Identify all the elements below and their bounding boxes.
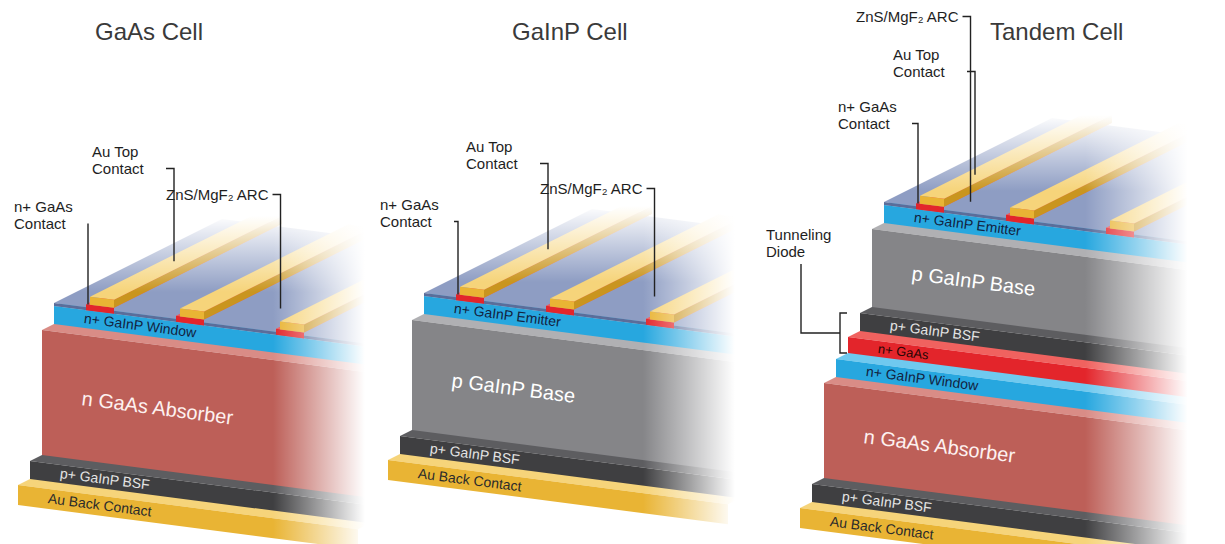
gold-front-face — [920, 196, 944, 207]
base-layer: p GaInP Base — [911, 262, 1037, 300]
leader-line — [912, 124, 918, 204]
layer-label: p+ GaInP BSF — [841, 489, 933, 516]
layer-label: Au Back Contact — [417, 466, 522, 495]
layer-label: p+ GaInP BSF — [59, 466, 151, 493]
bsf-layer: p+ GaInP BSF — [59, 466, 151, 493]
window-layer: n+ GaInP Emitter — [453, 301, 562, 330]
callout-box: ZnS/MgF₂ ARC — [540, 180, 643, 198]
layer-label: n+ GaAs — [877, 342, 929, 363]
leader-line — [647, 189, 655, 297]
bsf-layer: p+ GaInP BSF — [889, 318, 981, 345]
back-contact-layer: Au Back Contact — [829, 514, 934, 543]
leader-line — [967, 72, 975, 175]
callout-label: ZnS/MgF₂ ARC — [166, 186, 269, 203]
back-contact-layer: Au Back Contact — [417, 466, 522, 495]
bsf-layer: p+ GaInP BSF — [841, 489, 933, 516]
layer-label: n+ GaInP Emitter — [913, 210, 1022, 239]
window-layer: n+ GaInP Window — [83, 311, 197, 341]
cell-stack: GaAs Cell n+ GaInP Window n GaAs Absorber p… — [8, 0, 378, 544]
cell-stack: GaInP Cell n+ GaInP Emitter p GaInP Base p+… — [378, 0, 748, 544]
callout-label: ZnS/MgF₂ ARC — [540, 180, 643, 197]
absorber-layer: n GaAs Absorber — [81, 387, 235, 428]
layer-label: n GaAs Absorber — [863, 425, 1017, 466]
layer-label: p+ GaInP BSF — [429, 441, 521, 468]
callout-label: Tunneling Diode — [766, 226, 836, 260]
callout-label: Au Top Contact — [92, 143, 162, 177]
callout-box: ZnS/MgF₂ ARC — [856, 8, 959, 26]
leader-line — [87, 224, 88, 305]
layer-label: n GaAs Absorber — [81, 387, 235, 428]
leader-line — [963, 17, 971, 202]
window-layer: n+ GaInP Emitter — [913, 210, 1022, 239]
callout-label: Au Top Contact — [893, 46, 963, 80]
absorber-layer: n GaAs Absorber — [863, 425, 1017, 466]
layer-label: n+ GaInP Window — [83, 311, 197, 341]
callout-box: n+ GaAs Contact — [838, 98, 908, 133]
side-fade — [1085, 0, 1225, 544]
bracket — [840, 313, 847, 353]
cell-title: GaInP Cell — [512, 18, 628, 46]
cell-title: Tandem Cell — [990, 18, 1123, 46]
callout-label: n+ GaAs Contact — [14, 198, 84, 232]
base-layer: p GaInP Base — [451, 369, 577, 407]
callout-label: n+ GaAs Contact — [380, 196, 450, 230]
layer-label: n+ GaInP Emitter — [453, 301, 562, 330]
layer-label: p GaInP Base — [911, 262, 1037, 300]
callout-box: n+ GaAs Contact — [380, 196, 450, 231]
cell-stack-art — [800, 0, 1225, 544]
callout-box: ZnS/MgF₂ ARC — [166, 186, 269, 204]
layer-label: Au Back Contact — [829, 514, 934, 543]
leader-line — [273, 195, 281, 309]
callout-label: n+ GaAs Contact — [838, 98, 908, 132]
leader-line — [801, 264, 840, 333]
gold-front-face — [90, 297, 114, 308]
callout-box: Tunneling Diode — [766, 226, 836, 261]
callout-box: Au Top Contact — [466, 138, 536, 173]
callout-box: Au Top Contact — [92, 143, 162, 178]
tunnel-layer: n+ GaAs — [877, 342, 929, 363]
layer-label: Au Back Contact — [47, 491, 152, 520]
gold-front-face — [1010, 207, 1034, 218]
gold-front-face — [460, 287, 484, 298]
gold-front-face — [180, 308, 204, 319]
layer-label: n+ GaInP Window — [865, 364, 979, 394]
callout-box: Au Top Contact — [893, 46, 963, 81]
cell-stack: Tandem Cell n+ GaInP Emitter p GaInP Base p… — [790, 0, 1200, 544]
callout-label: ZnS/MgF₂ ARC — [856, 8, 959, 25]
callout-label: Au Top Contact — [466, 138, 536, 172]
layer-label: p GaInP Base — [451, 369, 577, 407]
callout-box: n+ GaAs Contact — [14, 198, 84, 233]
window-layer: n+ GaInP Window — [865, 364, 979, 394]
gold-front-face — [550, 298, 574, 309]
bsf-layer: p+ GaInP BSF — [429, 441, 521, 468]
leader-line — [166, 169, 174, 262]
leader-line — [540, 164, 548, 250]
layer-label: p+ GaInP BSF — [889, 318, 981, 345]
leader-line — [454, 222, 458, 295]
cell-title: GaAs Cell — [95, 18, 203, 46]
back-contact-layer: Au Back Contact — [47, 491, 152, 520]
